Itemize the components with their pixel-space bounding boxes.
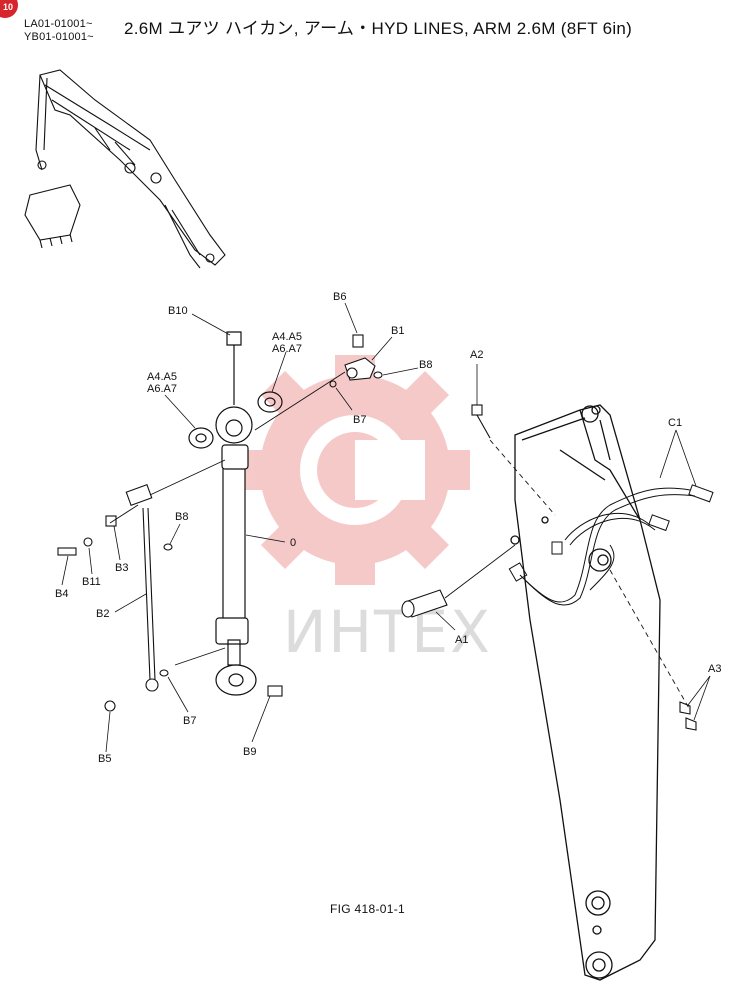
serial-range-la01: LA01-01001~ <box>24 18 93 30</box>
callout-b6: B6 <box>333 291 346 303</box>
serial-range-yb01: YB01-01001~ <box>24 31 94 43</box>
fittings-small-parts <box>57 334 697 731</box>
callout-a2: A2 <box>470 349 483 361</box>
hose-lines-c1 <box>508 484 714 606</box>
excavator-overview-sketch <box>24 69 226 269</box>
callout-b7-top: B7 <box>353 414 366 426</box>
callout-a3: A3 <box>708 663 721 675</box>
callout-b1: B1 <box>391 325 404 337</box>
callout-b2: B2 <box>96 608 109 620</box>
callout-a6a7-top: A6.A7 <box>272 343 302 355</box>
page-badge: 10 <box>0 0 18 18</box>
callout-b10: B10 <box>168 305 188 317</box>
callout-b11: B11 <box>82 576 101 588</box>
hydraulic-cylinder <box>188 331 283 696</box>
callout-b8-mid: B8 <box>175 511 188 523</box>
callout-b8-top: B8 <box>419 359 432 371</box>
callout-b9: B9 <box>243 746 256 758</box>
callout-leaders <box>61 302 711 753</box>
page-title: 2.6M ユアツ ハイカン, アーム・HYD LINES, ARM 2.6M (… <box>124 19 633 38</box>
assembly-dash-lines <box>489 439 691 711</box>
watermark-gear-logo <box>240 355 470 585</box>
callout-a6a7-left: A6.A7 <box>147 383 177 395</box>
watermark-text: ИНТЕХ <box>283 598 492 666</box>
callout-zero: 0 <box>290 537 296 549</box>
callout-b7-bottom: B7 <box>183 715 196 727</box>
callout-b3: B3 <box>115 562 128 574</box>
callout-b5: B5 <box>98 753 111 765</box>
callout-a4a5-left: A4.A5 <box>147 371 177 383</box>
callout-a1: A1 <box>455 634 468 646</box>
callout-a4a5-top: A4.A5 <box>272 331 302 343</box>
callout-c1: C1 <box>668 417 682 429</box>
assembly-lines <box>109 371 516 666</box>
arm-assembly <box>510 404 661 981</box>
figure-number: FIG 418-01-1 <box>330 902 405 916</box>
callout-b4: B4 <box>55 588 68 600</box>
